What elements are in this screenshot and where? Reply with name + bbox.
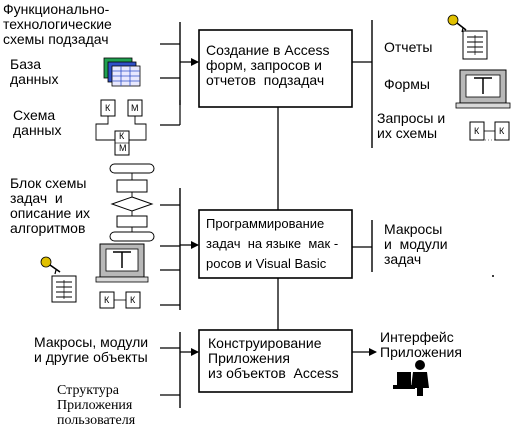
schema-mini-icon-middle [99, 291, 141, 309]
key-icon-middle [40, 256, 61, 275]
query-schema-icon [469, 121, 510, 141]
key-icon-top [447, 14, 467, 33]
report-document-icon-top [462, 30, 488, 60]
output-app-interface: Интерфейс Приложения [380, 329, 462, 360]
computer-icon-middle [95, 243, 149, 283]
icon-letter-k: К [499, 126, 505, 136]
user-at-computer-icon [393, 360, 429, 396]
input-macros-modules-other: Макросы, модули и другие объекты [34, 334, 149, 365]
database-icon [103, 57, 141, 87]
icon-letter-m: М [119, 143, 127, 153]
input-functional-schemes: Функционально- технологические схемы под… [3, 1, 112, 47]
output-macros-modules: Макросы и модули задач [384, 221, 448, 267]
output-bus-middle [352, 220, 373, 272]
stray-dot [492, 275, 494, 277]
computer-icon-forms [455, 69, 511, 109]
block-scheme-flowchart-icon [109, 163, 155, 242]
output-forms: Формы [384, 76, 430, 92]
input-bus-bottom [160, 332, 199, 408]
icon-letter-k: К [104, 295, 110, 305]
input-app-structure: Структура Приложения пользователя [57, 383, 136, 428]
input-data-schema: Схема данных [13, 107, 62, 138]
output-queries: Запросы и их схемы [377, 110, 446, 141]
input-database: База данных [10, 56, 59, 87]
report-document-icon-middle [51, 275, 77, 303]
icon-letter-k: К [474, 126, 480, 136]
process-constructing-text: Конструирование Приложения из объектов A… [208, 335, 339, 381]
process-box-constructing [198, 329, 353, 393]
output-bus-top [352, 20, 373, 148]
input-bus-middle [160, 188, 199, 310]
data-schema-icon [95, 99, 147, 156]
process-box-programming [198, 209, 353, 279]
icon-letter-k: К [130, 295, 136, 305]
icon-letter-k: К [105, 103, 111, 113]
output-reports: Отчеты [384, 39, 433, 55]
process-box-create-forms [198, 29, 353, 108]
icon-letter-m: М [131, 103, 139, 113]
icon-letter-k: К [119, 131, 125, 141]
input-bus-top [160, 22, 199, 126]
process-create-forms-text: Создание в Access форм, запросов и отчет… [206, 42, 330, 88]
input-block-scheme: Блок схемы задач и описание их алгоритмо… [10, 175, 91, 236]
process-programming-text: Программирование задач на языке мак - ро… [206, 216, 339, 271]
